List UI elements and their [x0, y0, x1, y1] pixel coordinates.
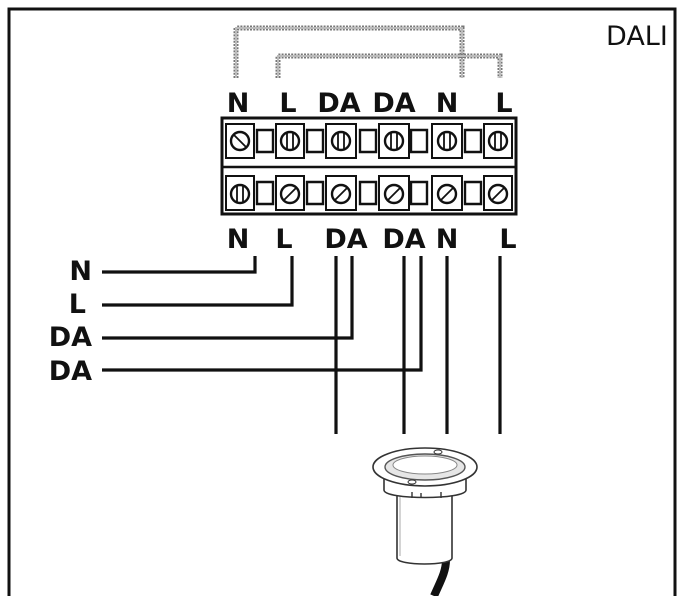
- screw-icon: [279, 130, 301, 152]
- supply-wire-label: L: [69, 289, 86, 320]
- supply-wire-labels: N L DA DA: [49, 256, 92, 387]
- supply-wire-label: N: [69, 256, 92, 287]
- terminal-label-bottom: L: [499, 224, 516, 255]
- supply-wire-label: DA: [49, 356, 92, 387]
- diagram-frame: [7, 7, 677, 596]
- supply-wire-n: [102, 256, 257, 274]
- terminal-label-bottom: DA: [324, 224, 367, 255]
- terminal-labels-bottom: N L DA DA N L: [227, 224, 517, 255]
- jumper-wire-inner: [275, 53, 503, 78]
- diagram-title: DALI: [606, 21, 668, 52]
- terminal-label-bottom: N: [436, 224, 459, 255]
- screw-icon: [487, 130, 509, 152]
- screw-icon: [229, 183, 251, 205]
- terminal-label-top: N: [436, 88, 459, 119]
- terminal-label-top: N: [227, 88, 250, 119]
- supply-wire-da1: [102, 256, 354, 340]
- terminal-label-bottom: L: [275, 224, 292, 255]
- jumper-wires: [233, 25, 503, 78]
- terminal-labels-top: N L DA DA N L: [227, 88, 513, 119]
- screw-row-bottom: [229, 183, 509, 205]
- terminal-label-top: L: [279, 88, 296, 119]
- supply-wire-da2: [102, 256, 423, 372]
- supply-wire-l: [102, 256, 294, 307]
- screw-icon: [383, 130, 405, 152]
- screw-row-top: [229, 130, 509, 152]
- terminal-label-bottom: DA: [382, 224, 425, 255]
- terminal-label-top: DA: [317, 88, 360, 119]
- screw-icon: [436, 130, 458, 152]
- luminaire-icon: [372, 447, 478, 596]
- jumper-wire-outer: [233, 25, 465, 78]
- screw-icon: [330, 130, 352, 152]
- terminal-label-top: L: [495, 88, 512, 119]
- supply-wire-label: DA: [49, 322, 92, 353]
- terminal-block: [220, 116, 518, 216]
- terminal-label-bottom: N: [227, 224, 250, 255]
- luminaire-wires: [334, 256, 502, 434]
- supply-wires: [102, 256, 423, 372]
- terminal-label-top: DA: [372, 88, 415, 119]
